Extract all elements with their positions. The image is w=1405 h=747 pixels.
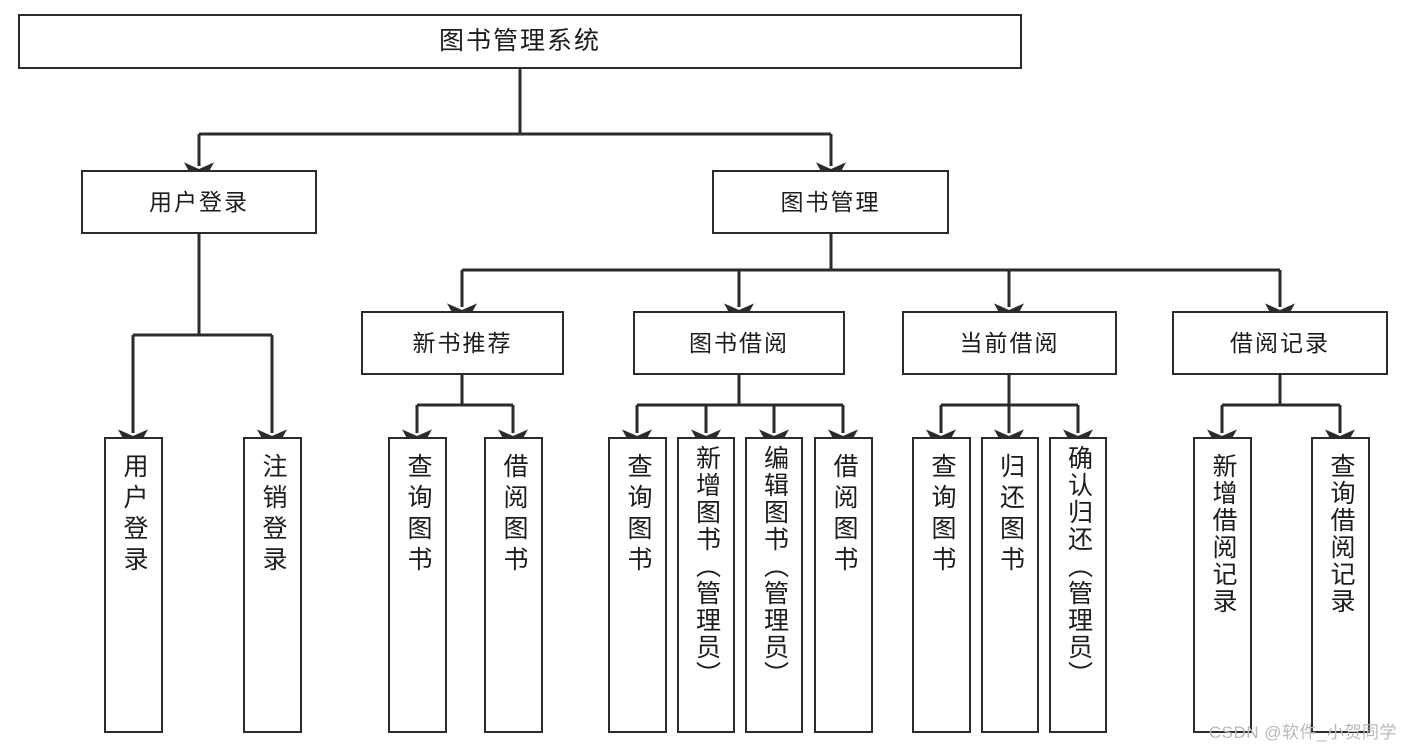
- node-user-login-label: 用户登录: [149, 188, 249, 215]
- node-leaf-borrow-book-2-label: 借阅图书: [830, 453, 858, 577]
- node-leaf-user-logout[interactable]: 注销登录: [243, 437, 302, 733]
- node-leaf-user-logout-label: 注销登录: [259, 453, 287, 577]
- node-book-borrow[interactable]: 图书借阅: [633, 311, 845, 375]
- node-book-manage[interactable]: 图书管理: [712, 170, 949, 234]
- node-leaf-confirm-return-label: 确认归还（管理员）: [1064, 445, 1093, 688]
- node-new-book-rec-label: 新书推荐: [412, 329, 513, 356]
- node-root-label: 图书管理系统: [438, 27, 601, 55]
- node-leaf-query-book-2[interactable]: 查询图书: [608, 437, 667, 733]
- node-current-borrow-label: 当前借阅: [959, 329, 1060, 356]
- node-root[interactable]: 图书管理系统: [18, 14, 1022, 69]
- node-leaf-borrow-book-1[interactable]: 借阅图书: [484, 437, 543, 733]
- node-borrow-record-label: 借阅记录: [1230, 329, 1330, 356]
- node-borrow-record[interactable]: 借阅记录: [1172, 311, 1388, 375]
- node-user-login[interactable]: 用户登录: [81, 170, 317, 234]
- node-leaf-borrow-book-2[interactable]: 借阅图书: [814, 437, 873, 733]
- node-leaf-add-record-label: 新增借阅记录: [1209, 453, 1237, 615]
- csdn-watermark: CSDN @软件_小贺同学: [1208, 723, 1397, 742]
- node-leaf-query-book-1[interactable]: 查询图书: [388, 437, 447, 733]
- node-leaf-query-book-3[interactable]: 查询图书: [912, 437, 971, 733]
- node-leaf-return-book-label: 归还图书: [996, 453, 1025, 577]
- node-leaf-add-record[interactable]: 新增借阅记录: [1193, 437, 1252, 733]
- node-leaf-query-book-3-label: 查询图书: [928, 453, 956, 577]
- node-leaf-query-record-label: 查询借阅记录: [1327, 453, 1355, 615]
- node-leaf-user-login-label: 用户登录: [120, 453, 148, 577]
- node-leaf-user-login[interactable]: 用户登录: [104, 437, 163, 733]
- node-leaf-edit-book[interactable]: 编辑图书（管理员）: [745, 437, 803, 733]
- node-leaf-query-record[interactable]: 查询借阅记录: [1311, 437, 1370, 733]
- node-leaf-borrow-book-1-label: 借阅图书: [500, 453, 528, 577]
- node-leaf-confirm-return[interactable]: 确认归还（管理员）: [1049, 437, 1107, 733]
- node-new-book-rec[interactable]: 新书推荐: [361, 311, 564, 375]
- node-leaf-add-book-label: 新增图书（管理员）: [692, 445, 721, 688]
- node-leaf-query-book-2-label: 查询图书: [624, 453, 652, 577]
- node-leaf-add-book[interactable]: 新增图书（管理员）: [677, 437, 735, 733]
- node-leaf-return-book[interactable]: 归还图书: [981, 437, 1039, 733]
- node-book-borrow-label: 图书借阅: [689, 329, 789, 356]
- node-leaf-query-book-1-label: 查询图书: [404, 453, 432, 577]
- node-book-manage-label: 图书管理: [780, 188, 881, 215]
- node-leaf-edit-book-label: 编辑图书（管理员）: [760, 445, 789, 688]
- node-current-borrow[interactable]: 当前借阅: [902, 311, 1117, 375]
